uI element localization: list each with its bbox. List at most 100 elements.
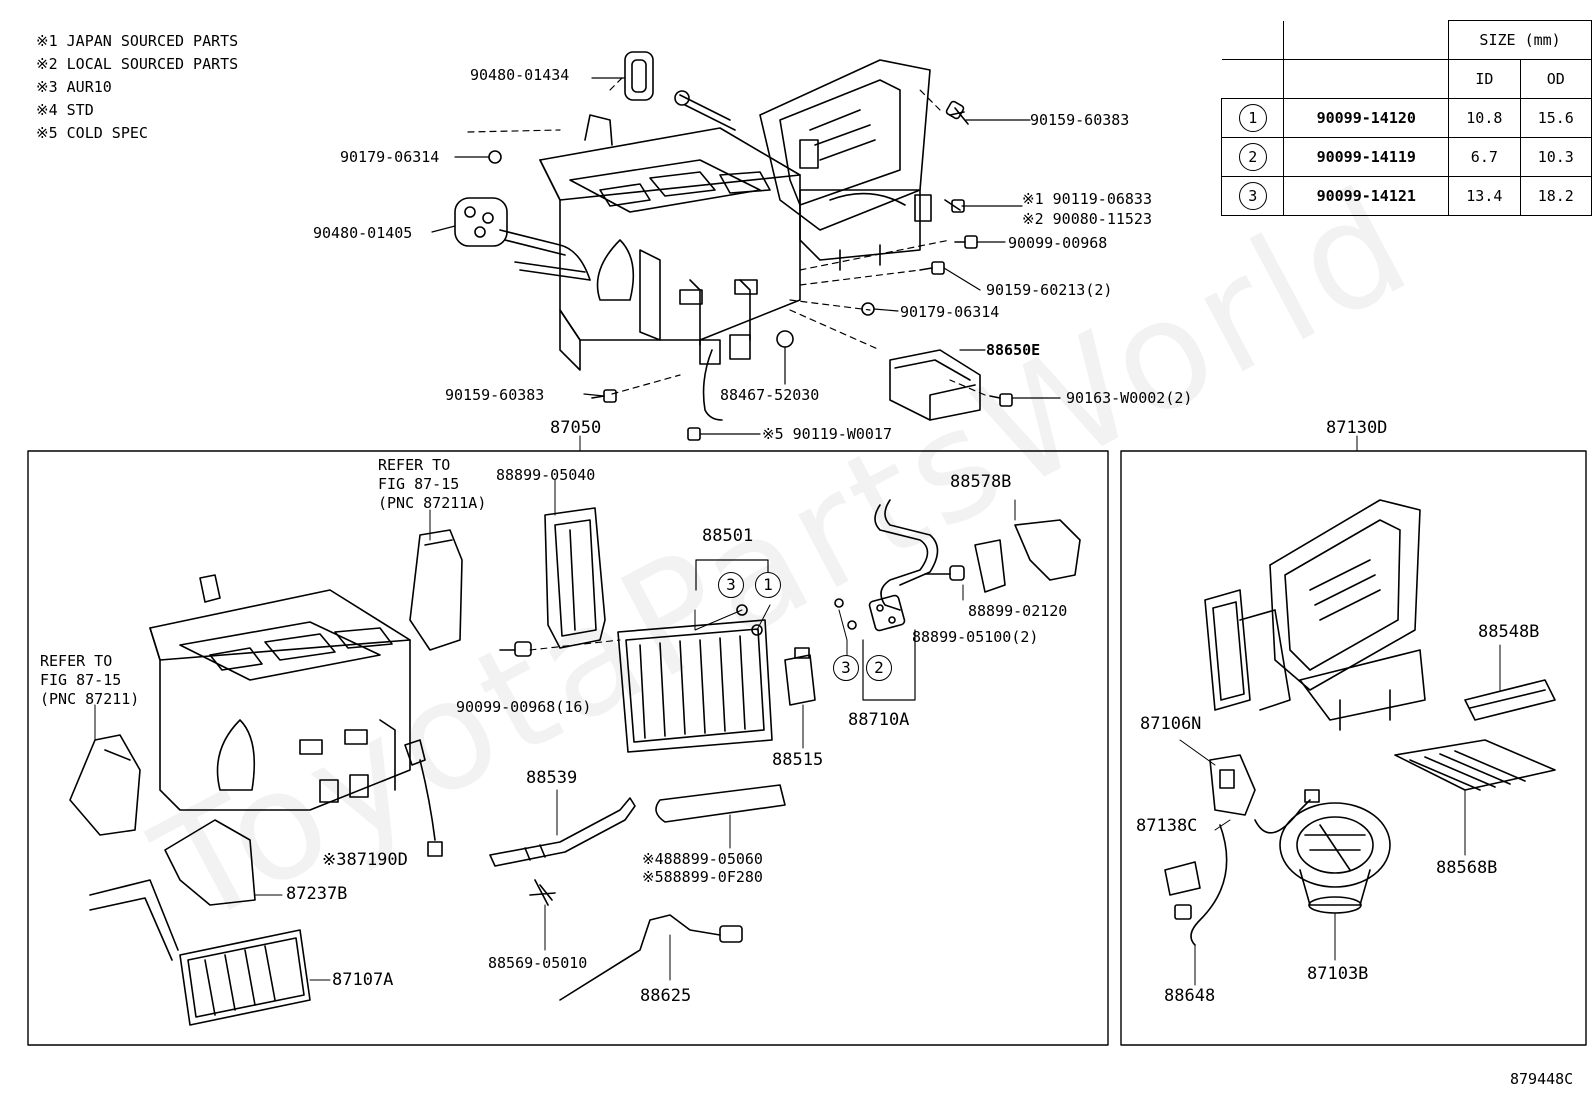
part-number: 90099-14120 — [1283, 97, 1450, 138]
part-label-88650e[interactable]: 88650E — [986, 341, 1041, 359]
part-label-90159-60383-top[interactable]: 90159-60383 — [1030, 111, 1130, 129]
size-header: SIZE (mm) — [1448, 20, 1592, 60]
part-label-90480-01405[interactable]: 90480-01405 — [313, 224, 413, 242]
size-od: 15.6 — [1519, 97, 1592, 138]
part-label-90159-60383-bottom[interactable]: 90159-60383 — [445, 386, 545, 404]
part-label-88569-05010[interactable]: 88569-05010 — [488, 954, 588, 972]
ref-circle-2-b: 2 — [866, 655, 892, 681]
table-row: 2 90099-14119 6.7 10.3 — [1220, 136, 1592, 177]
thermistor-88625-drawing — [559, 914, 743, 1001]
part-label-90119-06833[interactable]: ※1 90119-06833 — [1022, 190, 1152, 208]
air-filter-88568b-drawing — [1394, 739, 1556, 791]
size-table: SIZE (mm) ID OD 1 90099-14120 10.8 15.6 … — [1220, 20, 1592, 216]
col-od-header: OD — [1519, 58, 1592, 99]
table-row: 3 90099-14121 13.4 18.2 — [1220, 175, 1592, 216]
legend-item: ※5 COLD SPEC — [36, 124, 148, 142]
size-id: 6.7 — [1448, 136, 1521, 177]
hvac-housing-drawing — [149, 574, 411, 811]
ref-circle: 3 — [1238, 181, 1267, 210]
legend: ※1 JAPAN SOURCED PARTS ※2 LOCAL SOURCED … — [36, 30, 238, 145]
size-id: 13.4 — [1448, 175, 1521, 216]
part-number: 90099-14119 — [1283, 136, 1450, 177]
part-label-90163-w0002[interactable]: 90163-W0002(2) — [1066, 389, 1193, 407]
duct-87211a-drawing — [409, 529, 463, 651]
connector-87138c-drawing — [1164, 861, 1201, 896]
group-box-87130d — [1120, 450, 1587, 1046]
refer-line: (PNC 87211) — [40, 690, 140, 708]
part-label-87106n[interactable]: 87106N — [1140, 714, 1202, 734]
filter-cover-88548b-drawing — [1464, 679, 1556, 721]
part-label-88625[interactable]: 88625 — [640, 986, 692, 1006]
part-label-90179-06314-b[interactable]: 90179-06314 — [900, 303, 1000, 321]
part-label-90099-00968-16[interactable]: 90099-00968(16) — [456, 698, 592, 716]
harness-88648-drawing — [1174, 789, 1320, 946]
part-label-88899-05100[interactable]: 88899-05100(2) — [912, 628, 1039, 646]
part-label-88501[interactable]: 88501 — [702, 526, 754, 546]
part-label-90179-06314[interactable]: 90179-06314 — [340, 148, 440, 166]
legend-item: ※1 JAPAN SOURCED PARTS — [36, 32, 239, 50]
part-label-87107a[interactable]: 87107A — [332, 970, 394, 990]
part-label-88568b[interactable]: 88568B — [1436, 858, 1498, 878]
duct-87211-drawing — [69, 734, 141, 836]
refer-note-87211[interactable]: REFER TO FIG 87-15 (PNC 87211) — [40, 652, 139, 709]
part-label-88899-05060[interactable]: ※488899-05060 — [642, 850, 763, 868]
ref-circle-3-b: 3 — [833, 655, 859, 681]
group-title-87050[interactable]: 87050 — [550, 418, 602, 438]
top-hvac-unit-drawing — [499, 59, 932, 371]
cover-88899-05060-drawing — [655, 784, 786, 823]
ref-circle-3-a: 3 — [718, 572, 744, 598]
legend-item: ※2 LOCAL SOURCED PARTS — [36, 55, 239, 73]
part-label-88899-02120[interactable]: 88899-02120 — [968, 602, 1068, 620]
group-title-87130d[interactable]: 87130D — [1326, 418, 1388, 438]
part-label-88539[interactable]: 88539 — [526, 768, 578, 788]
cover-88899-02120-drawing — [1014, 519, 1081, 581]
ref-circle: 2 — [1238, 142, 1267, 171]
size-od: 10.3 — [1519, 136, 1592, 177]
heater-core-87107a-drawing — [89, 879, 311, 1026]
part-label-90159-60213[interactable]: 90159-60213(2) — [986, 281, 1113, 299]
part-label-88710a[interactable]: 88710A — [848, 710, 910, 730]
case-88899-05040-drawing — [544, 507, 606, 649]
part-label-90099-00968[interactable]: 90099-00968 — [1008, 234, 1108, 252]
part-label-88548b[interactable]: 88548B — [1478, 622, 1540, 642]
resistor-87106n-drawing — [1209, 754, 1256, 816]
part-label-88578b[interactable]: 88578B — [950, 472, 1012, 492]
table-row: 1 90099-14120 10.8 15.6 — [1220, 97, 1592, 138]
part-label-87138c[interactable]: 87138C — [1136, 816, 1198, 836]
refer-line: (PNC 87211A) — [378, 494, 487, 512]
sensor-87190d-drawing — [404, 739, 443, 857]
ref-circle-1-a: 1 — [755, 572, 781, 598]
group-box-87050 — [27, 450, 1109, 1046]
refer-line: FIG 87-15 — [40, 671, 122, 689]
part-label-88899-0f280[interactable]: ※588899-0F280 — [642, 868, 763, 886]
part-label-87190d[interactable]: ※387190D — [322, 850, 408, 870]
part-label-88515[interactable]: 88515 — [772, 750, 824, 770]
part-label-90080-11523[interactable]: ※2 90080-11523 — [1022, 210, 1152, 228]
part-label-88467-52030[interactable]: 88467-52030 — [720, 386, 820, 404]
part-label-88899-05040[interactable]: 88899-05040 — [496, 466, 596, 484]
part-label-88648[interactable]: 88648 — [1164, 986, 1216, 1006]
part-label-87103b[interactable]: 87103B — [1307, 964, 1369, 984]
part-number: 90099-14121 — [1283, 175, 1450, 216]
evaporator-88501-drawing — [617, 619, 773, 753]
figure-code: 879448C — [1510, 1070, 1574, 1088]
grommet-90480-01434-drawing — [624, 51, 654, 101]
refer-note-87211a[interactable]: REFER TO FIG 87-15 (PNC 87211A) — [378, 456, 486, 513]
refer-line: REFER TO — [378, 456, 451, 474]
duct-87237b-drawing — [164, 819, 256, 906]
legend-item: ※4 STD — [36, 101, 94, 119]
blower-unit-drawing — [1204, 499, 1426, 731]
col-id-header: ID — [1448, 58, 1521, 99]
ref-circle: 1 — [1238, 103, 1267, 132]
part-label-87237b[interactable]: 87237B — [286, 884, 348, 904]
size-od: 18.2 — [1519, 175, 1592, 216]
refer-line: FIG 87-15 — [378, 475, 460, 493]
pipe-88710a-drawing — [868, 499, 939, 632]
size-id: 10.8 — [1448, 97, 1521, 138]
part-label-90480-01434[interactable]: 90480-01434 — [470, 66, 570, 84]
expansion-valve-88515-drawing — [784, 647, 816, 706]
drain-hose-88539-drawing — [489, 797, 636, 867]
grommet-90480-01405-drawing — [454, 197, 508, 247]
part-label-90119-w0017[interactable]: ※5 90119-W0017 — [762, 425, 892, 443]
